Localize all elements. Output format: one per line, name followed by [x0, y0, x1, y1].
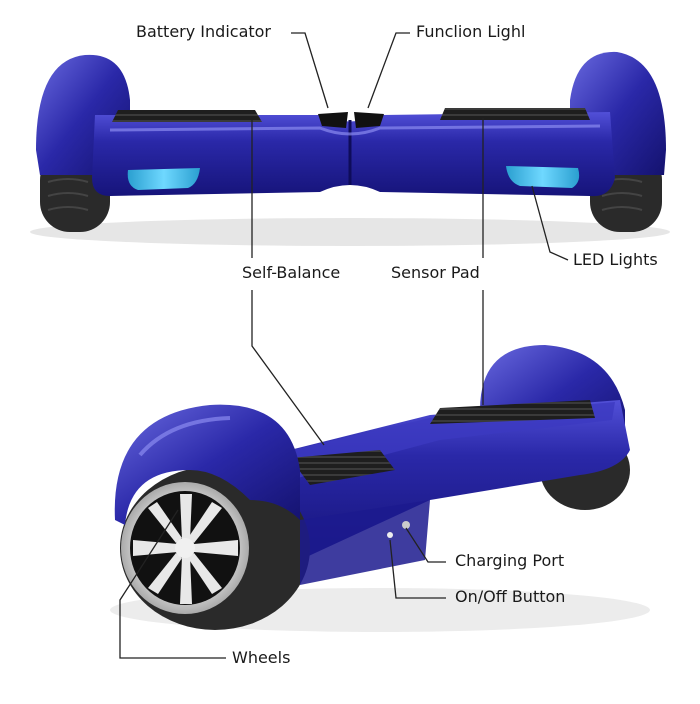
- charging-port-leader: [405, 527, 446, 563]
- battery-indicator-light: [318, 112, 348, 128]
- led-light-right: [506, 166, 580, 188]
- side-panel: [300, 500, 430, 585]
- charging-port-label: Charging Port: [455, 551, 565, 570]
- wheels-leader: [119, 509, 226, 659]
- top-right-foot-pad: [440, 108, 590, 120]
- self-balance-label: Self-Balance: [242, 263, 341, 282]
- battery-indicator-leader: [291, 32, 329, 109]
- charging-port: [402, 521, 410, 529]
- bottom-near-foot-pad: [290, 450, 395, 485]
- self-balance-leader-bottom: [251, 290, 325, 446]
- bottom-far-foot-pad: [430, 400, 595, 424]
- top-left-foot-pad: [112, 110, 262, 122]
- top-board-body: [92, 112, 615, 197]
- led-lights-leader: [531, 185, 569, 261]
- top-board-shadow: [30, 218, 670, 246]
- function-light-label: Funclion Lighl: [416, 22, 526, 41]
- battery-indicator-label: Battery Indicator: [136, 22, 272, 41]
- on-off-button-leader: [389, 539, 446, 599]
- function-indicator-light: [354, 112, 384, 128]
- wheels-label: Wheels: [232, 648, 291, 667]
- led-light-left: [127, 168, 200, 190]
- on-off-button: [387, 532, 393, 538]
- function-light-leader: [367, 32, 410, 109]
- leader-lines: [119, 32, 569, 659]
- bottom-hoverboard: [110, 345, 650, 632]
- on-off-button-label: On/Off Button: [455, 587, 566, 606]
- sensor-pad-label: Sensor Pad: [391, 263, 480, 282]
- wheel-spokes: [133, 494, 238, 604]
- led-lights-label: LED Lights: [573, 250, 658, 269]
- top-hoverboard: [30, 51, 670, 246]
